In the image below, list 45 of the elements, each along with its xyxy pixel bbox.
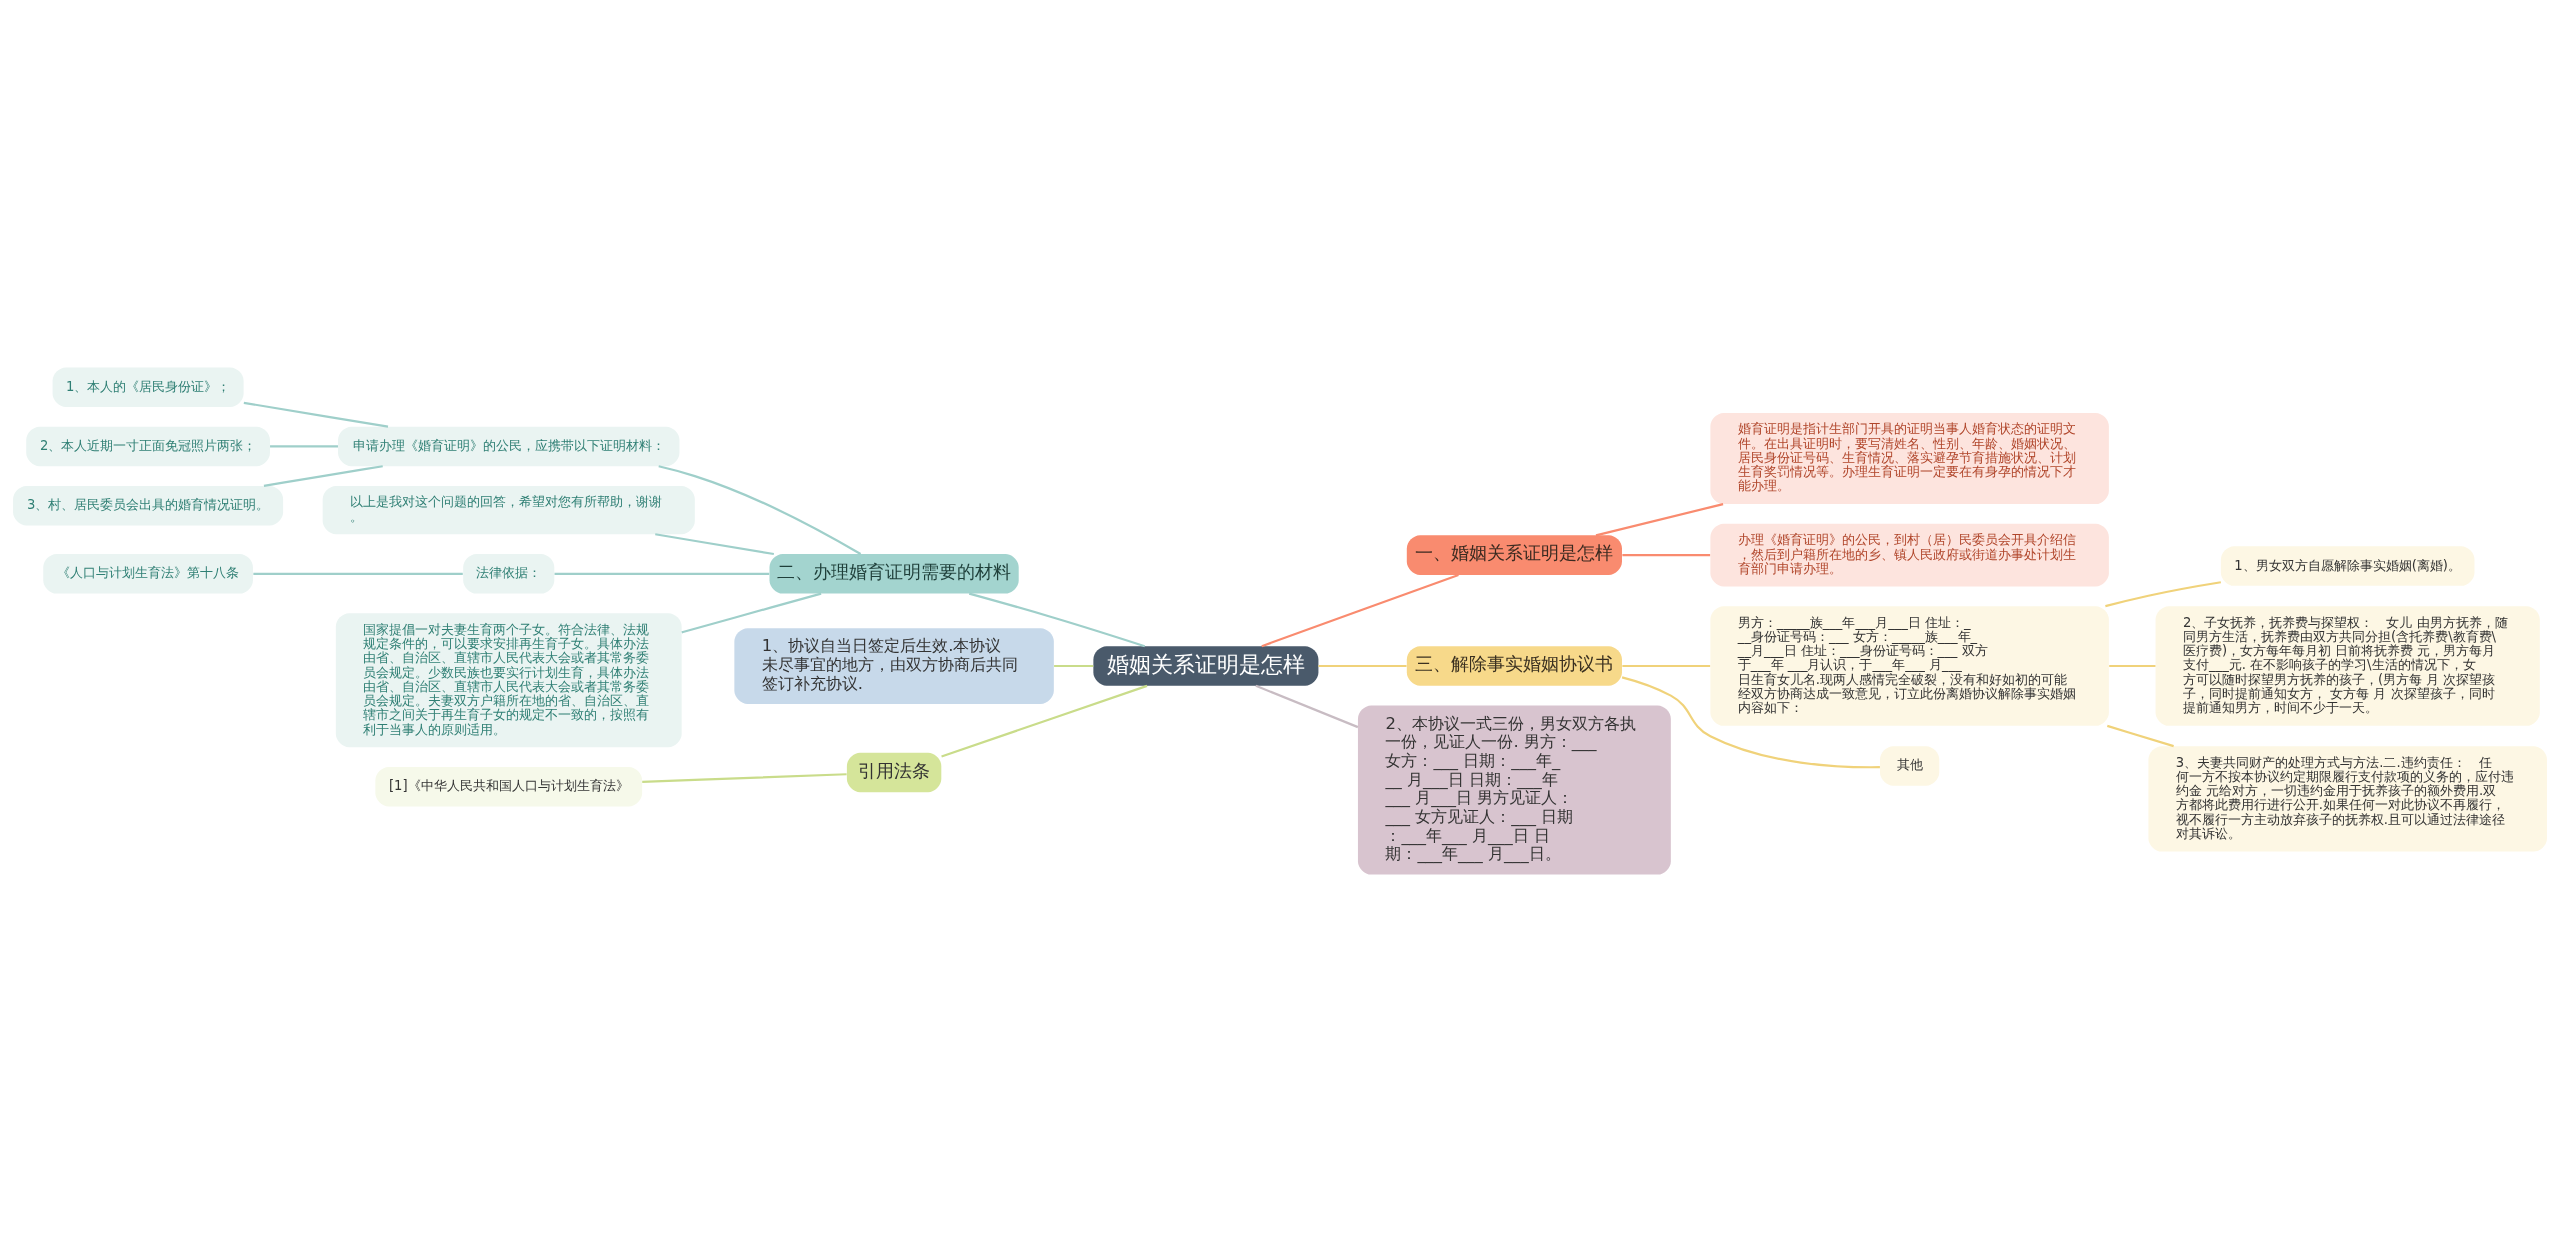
node-box: 三、解除事实婚姻协议书	[1406, 645, 1622, 686]
connector	[968, 592, 1146, 647]
node-box: 申请办理《婚育证明》的公民，应携带以下证明材料：	[338, 426, 680, 466]
connector	[554, 572, 770, 575]
node-box: 二、办理婚育证明需要的材料	[769, 553, 1019, 594]
connector	[941, 684, 1148, 758]
connector	[655, 532, 775, 555]
node-box: 1、男女双方自愿解除事实婚姻(离婚)。	[2220, 545, 2475, 586]
node-box: 婚姻关系证明是怎样	[1093, 645, 1319, 686]
connector	[2105, 580, 2221, 607]
connector	[2109, 664, 2156, 667]
node-box: [1]《中华人民共和国人口与计划生育法》	[375, 766, 643, 807]
node-box: 办理《婚育证明》的公民，到村（居）民委员会开具介绍信，然后到户籍所在地的乡、镇人民政府或街道办事处计划生育部门申请办理。	[1710, 523, 2109, 586]
node-box: 3、夫妻共同财产的处理方式与方法.二.违约责任： 任何一方不按本协议约定期限履行支付款项的义务的，应付违约金 元给对方，一切违约金用于抚养孩子的额外费用.双方都将此费用行进行公开.如果任何一对此协议不再履行，视不履行一方主动放弃孩子的抚养权.且可以通过法律途径对其诉讼。	[2148, 745, 2547, 852]
node-box: 一、婚姻关系证明是怎样	[1406, 534, 1622, 575]
connector	[658, 464, 862, 555]
node-box: 国家提倡一对夫妻生育两个子女。符合法律、法规规定条件的，可以要求安排再生育子女。具体办法由省、自治区、直辖市人民代表大会或者其常务委员会规定。少数民族也要实行计划生育，具体办法由省、自治区、直辖市人民代表大会或者其常务委员会规定。夫妻双方户籍所在地的省、自治区、直辖市之间关于再生育子女的规定不一致的，按照有利于当事人的原则适用。	[335, 612, 682, 747]
node-box: 2、本人近期一寸正面免冠照片两张；	[26, 426, 270, 466]
node-box: 《人口与计划生育法》第十八条	[43, 553, 253, 594]
connector	[270, 444, 338, 448]
node-box: 2、本协议一式三份，男女双方各执一份，见证人一份. 男方：___ 女方：___ 日期：___年___ 月___日 日期：___年___ 月___日 男方见证人：___ 女方见证人：___ 日期：___年___ 月___日 日期：___年___ 月___日。	[1357, 705, 1671, 875]
connector	[1054, 664, 1094, 667]
node-box: 以上是我对这个问题的回答，希望对您有所帮助，谢谢。	[322, 485, 695, 534]
node-box: 2、子女抚养，抚养费与探望权： 女儿 由男方抚养，随同男方生活，抚养费由双方共同分担(含托养费\教育费\医疗费)，女方每年每月初 日前将抚养费 元，男方每月支付___元. 在不影响孩子的学习\生活的情况下，女方可以随时探望男方抚养的孩子，(男方每 月 次探望孩子，同时提前通知女方， 女方每 月 次探望孩子，同时提前通知男方，时间不少于一天。	[2155, 605, 2540, 726]
connector	[253, 572, 463, 575]
connector	[243, 401, 389, 428]
node-box: 1、本人的《居民身份证》；	[52, 366, 244, 407]
connector	[2106, 724, 2174, 747]
connector	[642, 772, 847, 783]
connector	[1622, 664, 1711, 667]
connector	[681, 592, 822, 633]
connector	[1621, 675, 1880, 768]
node-box: 1、协议自当日签定后生效.本协议未尽事宜的地方，由双方协商后共同签订补充协议.	[734, 627, 1054, 704]
connector	[263, 464, 383, 487]
connector	[1318, 664, 1407, 667]
connector	[1261, 573, 1459, 647]
node-box: 男方：_____族___年___月___日 住址：___身份证号码：___ 女方：_____族___年___月___日 住址：___身份证号码：___ 双方于___年 ___月认识，于___年___ 月___日生育女儿名.现两人感情完全破裂，没有和好如初的可能经双方协商达成一致意见，订立此份离婚协议解除事实婚姻内容如下：	[1710, 605, 2109, 726]
node-box: 引用法条	[846, 752, 942, 792]
node-box: 法律依据：	[463, 553, 555, 594]
node-box: 婚育证明是指计生部门开具的证明当事人婚育状态的证明文件。在出具证明时，要写清姓名、性别、年龄、婚姻状况、居民身份证号码、生育情况、落实避孕节育措施状况、计划生育奖罚情况等。办理生育证明一定要在有身孕的情况下才能办理。	[1710, 412, 2109, 504]
node-box: 3、村、居民委员会出具的婚育情况证明。	[13, 485, 284, 525]
connector	[1595, 502, 1724, 536]
node-box: 其他	[1880, 745, 1940, 786]
connector	[1622, 553, 1711, 556]
connector	[1255, 684, 1359, 728]
